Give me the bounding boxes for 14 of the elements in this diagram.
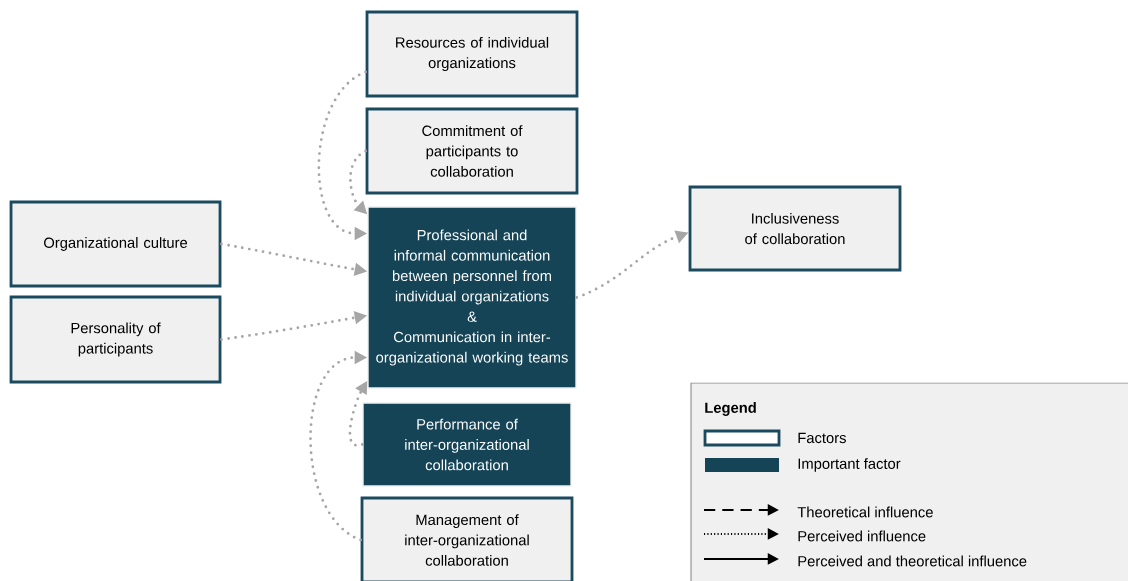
legend-label: Perceived influence [798,530,926,542]
factor-box: Management of inter-organizational collaboration [360,496,574,581]
factor-box: Inclusiveness of collaboration [688,185,902,272]
factor-box: Resources of individual organizations [365,10,579,98]
legend-label: Theoretical influence [797,506,933,518]
legend-label: Important factor [798,458,901,472]
legend-label: Perceived and theoretical influence [798,555,1027,567]
factor-box: Professional and informal communication between personnel from individual organizations & Communication in inter-organizational working teams [367,206,577,389]
factor-box: Commitment of participants to collaboration [365,107,579,195]
factor-box: Organizational culture [9,200,222,288]
legend-label: Factors [798,432,846,444]
legend-title: Legend [705,402,756,416]
factor-box: Personality of participants [9,295,222,384]
factor-box: Performance of inter-organizational collaboration [362,402,572,487]
